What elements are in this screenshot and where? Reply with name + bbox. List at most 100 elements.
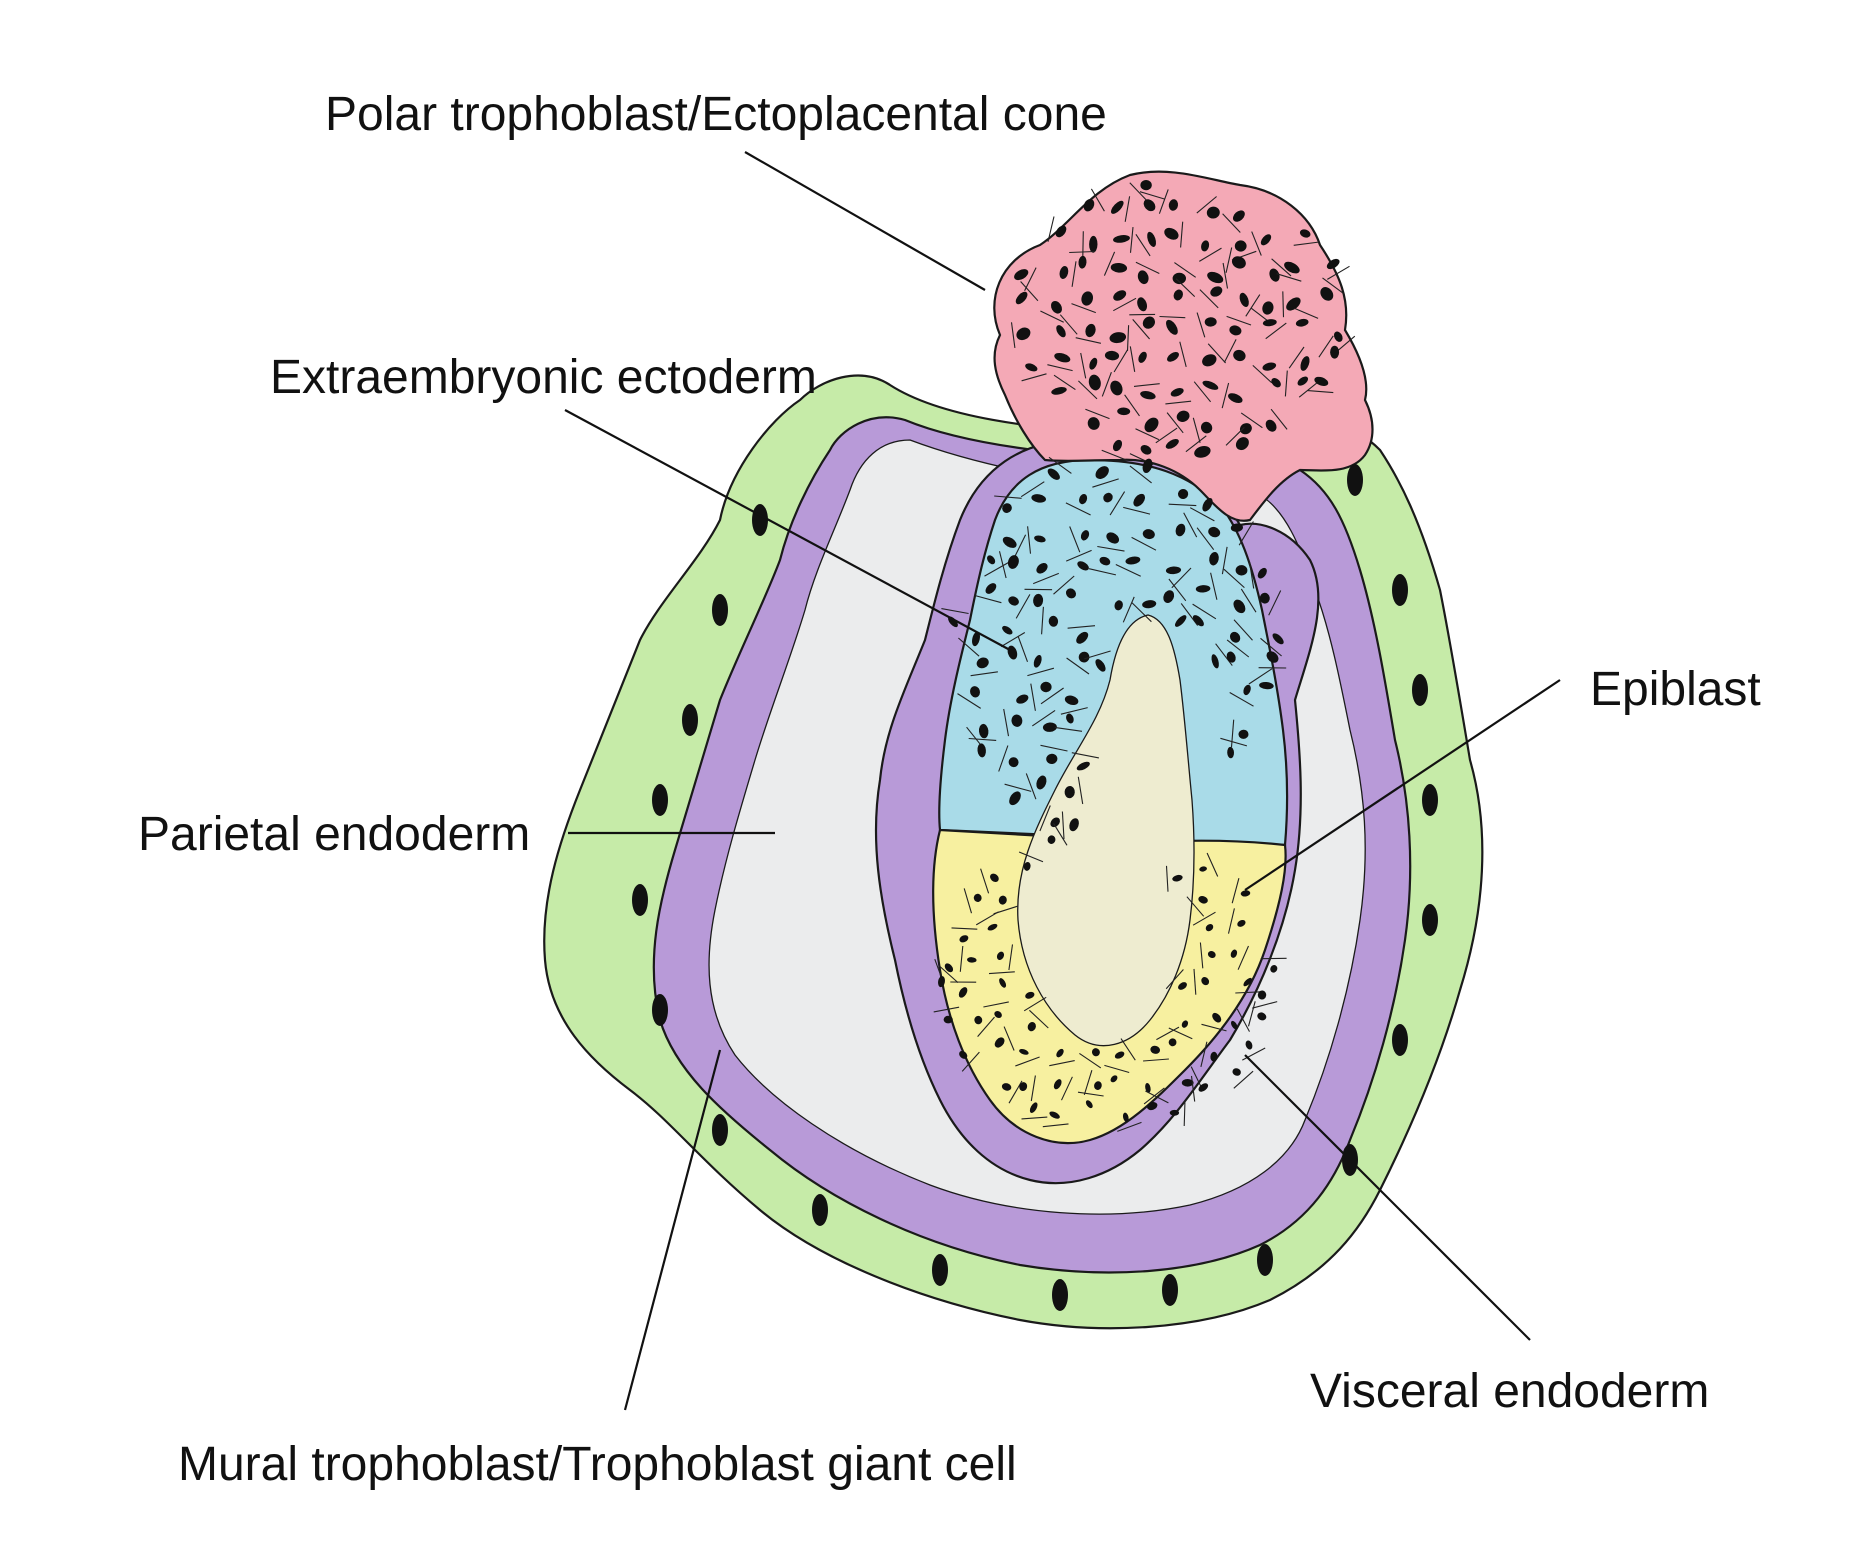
giant-cell-nucleus bbox=[1422, 904, 1438, 936]
cell-nucleus bbox=[1015, 291, 1028, 305]
cell-wall bbox=[1168, 503, 1197, 507]
cell-wall bbox=[1133, 383, 1160, 387]
cell-nucleus bbox=[1140, 444, 1152, 455]
cell-wall bbox=[983, 1001, 1009, 1008]
cell-wall bbox=[1054, 726, 1083, 732]
cell-nucleus bbox=[1089, 235, 1098, 253]
cell-nucleus bbox=[1257, 990, 1267, 1000]
cell-wall bbox=[1229, 692, 1254, 707]
cell-nucleus bbox=[1239, 292, 1249, 307]
cell-wall bbox=[1129, 465, 1152, 484]
cell-nucleus bbox=[1137, 270, 1149, 285]
cell-nucleus bbox=[1112, 439, 1123, 452]
cell-wall bbox=[1079, 1052, 1102, 1069]
cell-wall bbox=[1270, 408, 1288, 430]
cell-nucleus bbox=[1065, 588, 1077, 599]
cell-nucleus bbox=[943, 1015, 953, 1024]
cell-nucleus bbox=[994, 1037, 1005, 1048]
cell-nucleus bbox=[1233, 349, 1246, 362]
giant-cell-nucleus bbox=[812, 1194, 828, 1226]
cell-wall bbox=[1225, 426, 1245, 446]
cell-wall bbox=[1175, 278, 1196, 297]
cell-wall bbox=[1242, 1047, 1266, 1061]
cell-wall bbox=[1132, 319, 1151, 340]
cell-wall bbox=[1186, 896, 1205, 917]
cell-nucleus bbox=[990, 873, 999, 883]
cell-wall bbox=[1023, 996, 1047, 1012]
cell-wall bbox=[1077, 1091, 1104, 1097]
cell-nucleus bbox=[1175, 523, 1186, 537]
cell-wall bbox=[1017, 635, 1029, 662]
cell-nucleus bbox=[1094, 1081, 1102, 1090]
cell-nucleus bbox=[1081, 291, 1094, 306]
cell-wall bbox=[1003, 708, 1010, 737]
leader-polar bbox=[744, 151, 986, 291]
cell-wall bbox=[1240, 588, 1257, 613]
cell-wall bbox=[959, 945, 964, 972]
cell-texture bbox=[632, 180, 1438, 1311]
cell-nucleus bbox=[999, 978, 1007, 988]
cell-wall bbox=[1071, 303, 1096, 314]
cell-nucleus bbox=[973, 893, 982, 902]
cell-nucleus bbox=[1228, 393, 1243, 403]
cell-wall bbox=[975, 911, 999, 926]
cell-wall bbox=[1124, 394, 1140, 417]
cell-nucleus bbox=[1235, 437, 1249, 451]
cell-nucleus bbox=[1031, 494, 1047, 503]
cell-wall bbox=[1318, 335, 1334, 358]
cell-wall bbox=[1004, 783, 1032, 792]
cell-nucleus bbox=[1047, 468, 1060, 480]
cell-nucleus bbox=[1295, 318, 1309, 327]
giant-cell-nucleus bbox=[1422, 784, 1438, 816]
giant-cell-nucleus bbox=[1052, 1279, 1068, 1311]
cell-wall bbox=[1193, 381, 1212, 403]
cell-nucleus bbox=[1269, 268, 1280, 282]
cell-nucleus bbox=[959, 1050, 968, 1059]
cell-nucleus bbox=[1027, 1021, 1036, 1032]
cell-nucleus bbox=[1083, 199, 1095, 212]
cell-wall bbox=[1090, 188, 1105, 212]
cell-nucleus bbox=[1048, 615, 1059, 627]
cell-nucleus bbox=[1164, 227, 1179, 240]
cell-wall bbox=[1193, 968, 1197, 995]
cell-nucleus bbox=[1266, 651, 1279, 663]
cell-nucleus bbox=[1147, 231, 1157, 247]
cell-wall bbox=[958, 637, 980, 657]
cell-wall bbox=[1104, 1064, 1130, 1074]
cell-nucleus bbox=[1133, 493, 1146, 507]
cell-nucleus bbox=[1169, 1109, 1180, 1116]
cell-nucleus bbox=[1002, 536, 1017, 548]
cell-wall bbox=[984, 562, 1009, 577]
cell-nucleus bbox=[1104, 350, 1120, 361]
cell-wall bbox=[1115, 564, 1141, 577]
cell-wall bbox=[1088, 568, 1117, 576]
cell-nucleus bbox=[1137, 297, 1148, 312]
giant-cell-nucleus bbox=[1392, 1024, 1408, 1056]
cell-wall bbox=[1206, 852, 1219, 877]
cell-nucleus bbox=[1234, 240, 1247, 252]
giant-cell-nucleus bbox=[682, 704, 698, 736]
cell-wall bbox=[1010, 322, 1016, 348]
cell-wall bbox=[1030, 1075, 1036, 1102]
cell-nucleus bbox=[1262, 319, 1277, 327]
cell-nucleus bbox=[1146, 1102, 1158, 1111]
giant-cell-nucleus bbox=[1347, 464, 1363, 496]
cell-nucleus bbox=[1114, 1051, 1125, 1059]
cell-nucleus bbox=[1166, 319, 1178, 335]
cell-nucleus bbox=[996, 951, 1005, 960]
cell-wall bbox=[1190, 1075, 1196, 1102]
cell-wall bbox=[1060, 707, 1088, 715]
cell-nucleus bbox=[1333, 331, 1343, 342]
cell-wall bbox=[998, 551, 1007, 579]
cell-wall bbox=[1018, 851, 1044, 863]
cell-nucleus bbox=[1079, 493, 1088, 505]
cell-nucleus bbox=[1257, 1012, 1267, 1021]
cell-nucleus bbox=[1300, 356, 1310, 371]
cell-wall bbox=[1294, 307, 1319, 319]
cell-nucleus bbox=[1207, 271, 1224, 284]
cell-nucleus bbox=[1036, 563, 1048, 574]
cell-wall bbox=[1065, 502, 1091, 516]
cell-nucleus bbox=[1178, 982, 1187, 990]
cell-nucleus bbox=[1095, 466, 1109, 480]
cell-wall bbox=[1185, 435, 1207, 453]
